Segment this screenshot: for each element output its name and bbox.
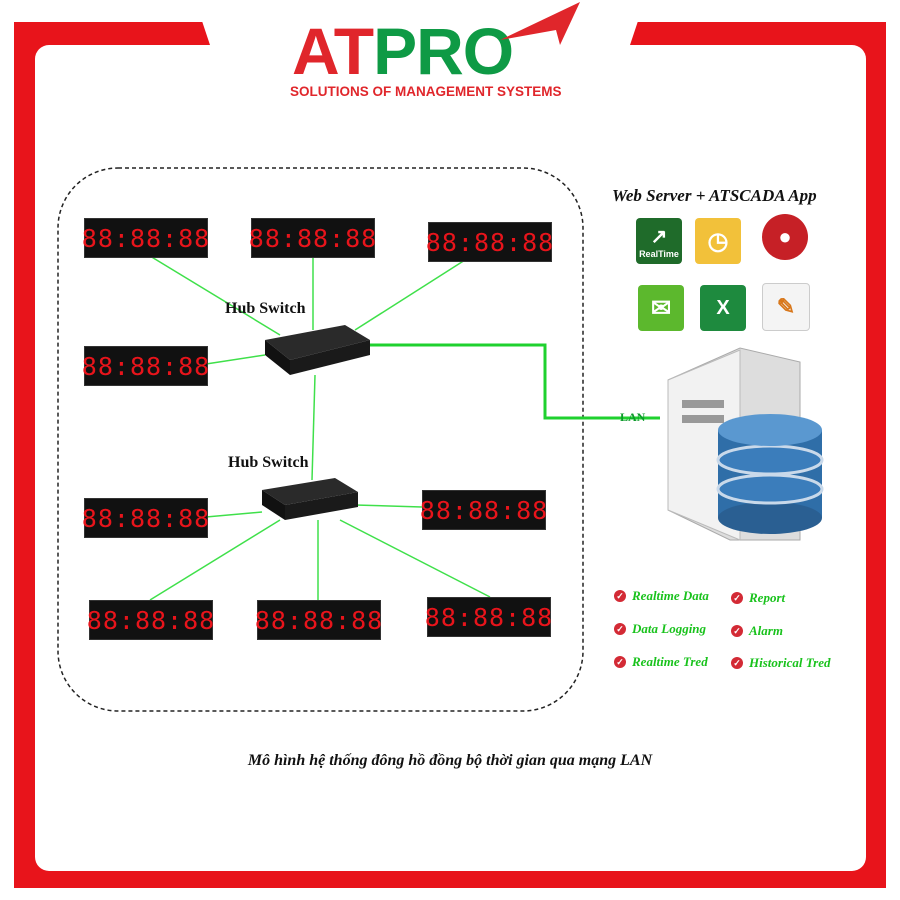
realtime-chart-icon: ↗RealTime — [636, 218, 682, 264]
lan-zone-boundary — [57, 167, 584, 712]
feature-label: Historical Tred — [749, 655, 831, 670]
feature-item: ✓ Historical Tred — [731, 655, 831, 671]
diagram-caption: Mô hình hệ thống đông hồ đồng bộ thời gi… — [247, 752, 653, 769]
clock-display: 88:88:88 — [82, 346, 209, 386]
clock-display: 88:88:88 — [82, 218, 209, 258]
tagline: SOLUTIONS OF MANAGEMENT SYSTEMS — [290, 84, 562, 99]
lan-cable — [365, 343, 660, 420]
clock-display: 88:88:88 — [87, 600, 214, 640]
feature-label: Report — [749, 590, 786, 605]
alarm-icon: ● — [762, 214, 808, 260]
logo-green: PRO — [373, 14, 514, 88]
feature-item: ✓ Report — [731, 590, 785, 606]
feature-label: Data Logging — [632, 621, 707, 636]
clock-display: 88:88:88 — [426, 222, 553, 262]
email-icon: ✉ — [638, 285, 684, 331]
hub-switch-2 — [262, 478, 358, 520]
feature-item: ✓ Alarm — [731, 623, 783, 639]
feature-item: ✓ Realtime Data — [614, 588, 709, 604]
database-icon — [716, 414, 824, 534]
atpro-logo: ATPRO — [292, 18, 514, 84]
clock-display: 88:88:88 — [249, 218, 376, 258]
check-icon: ✓ — [614, 656, 626, 668]
schedule-clock-icon: ◷ — [695, 218, 741, 264]
clock-display: 88:88:88 — [82, 498, 209, 538]
excel-icon: X — [700, 285, 746, 331]
clock-display: 88:88:88 — [420, 490, 547, 530]
realtime-icon-text: RealTime — [639, 248, 679, 259]
clock-display: 88:88:88 — [425, 597, 552, 637]
server-title: Web Server + ATSCADA App — [612, 186, 817, 205]
check-icon: ✓ — [731, 625, 743, 637]
check-icon: ✓ — [731, 657, 743, 669]
check-icon: ✓ — [731, 592, 743, 604]
check-icon: ✓ — [614, 623, 626, 635]
feature-label: Realtime Data — [632, 588, 709, 603]
lan-label: LAN — [620, 410, 646, 424]
links — [149, 255, 491, 601]
report-icon: ✎ — [762, 283, 810, 331]
hub-switch-1 — [265, 325, 370, 375]
clock-display: 88:88:88 — [255, 600, 382, 640]
logo-red: AT — [292, 14, 374, 88]
feature-item: ✓ Data Logging — [614, 621, 706, 637]
feature-item: ✓ Realtime Tred — [614, 654, 708, 670]
feature-label: Alarm — [749, 623, 783, 638]
feature-label: Realtime Tred — [632, 654, 708, 669]
hub-switch-label: Hub Switch — [225, 300, 306, 317]
hub-switch-label: Hub Switch — [228, 454, 309, 471]
check-icon: ✓ — [614, 590, 626, 602]
